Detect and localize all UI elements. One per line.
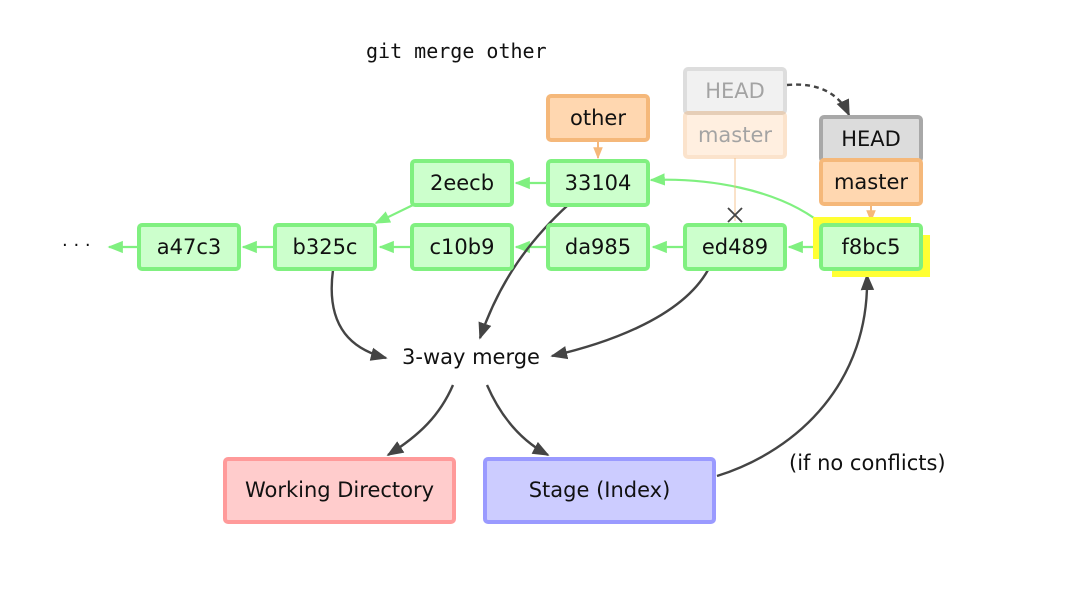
stage-to-f8bc5-arrow (716, 273, 875, 478)
commit-33104: 33104 (546, 159, 650, 207)
commit-da985: da985 (546, 223, 650, 271)
branch-master: master (819, 158, 923, 206)
old-head-label: HEAD (683, 67, 787, 115)
merge-input-b325c (330, 269, 388, 361)
link-2eecb-b325c (374, 204, 414, 224)
merge-label: 3-way merge (402, 345, 540, 369)
commit-2eecb: 2eecb (410, 159, 514, 207)
working-directory-box: Working Directory (223, 457, 456, 524)
head-move-arrow (786, 83, 851, 117)
merge-input-ed489 (550, 269, 710, 360)
removed-pointer-cross-icon (727, 207, 743, 223)
branch-other: other (546, 94, 650, 142)
stage-box: Stage (Index) (483, 457, 716, 524)
link-f8bc5-33104 (649, 173, 829, 230)
head-label: HEAD (819, 115, 923, 163)
commit-f8bc5: f8bc5 (819, 223, 923, 271)
history-ellipsis: · · · (62, 235, 91, 256)
commit-b325c: b325c (273, 223, 377, 271)
merge-output-stage (485, 384, 550, 457)
commit-ed489: ed489 (683, 223, 787, 271)
merge-output-working-directory (386, 384, 455, 457)
old-master-label: master (683, 111, 787, 159)
command-text: git merge other (366, 39, 547, 63)
condition-label: (if no conflicts) (789, 451, 946, 475)
merge-input-33104 (478, 204, 569, 340)
commit-c10b9: c10b9 (410, 223, 514, 271)
commit-a47c3: a47c3 (137, 223, 241, 271)
